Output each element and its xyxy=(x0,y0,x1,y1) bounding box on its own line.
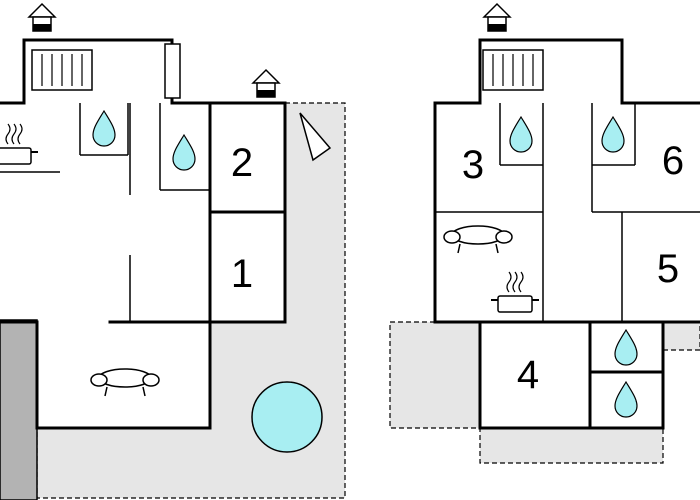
room-number: 5 xyxy=(657,247,679,291)
left-unit-walls xyxy=(0,38,287,430)
room-number: 1 xyxy=(231,252,253,296)
radiator-icon xyxy=(31,49,93,91)
room-number: 2 xyxy=(231,141,253,185)
right-terrace xyxy=(389,321,700,464)
sofa-icon xyxy=(90,368,160,397)
room-number: 3 xyxy=(462,143,484,187)
right-unit-walls xyxy=(433,38,700,430)
water-drop-icon xyxy=(614,329,638,366)
shaded-wall xyxy=(0,319,38,500)
left-terrace xyxy=(0,102,346,500)
water-drop-icon xyxy=(92,110,116,147)
boiler-icon xyxy=(164,43,181,99)
pool-icon xyxy=(251,381,323,453)
radiator-icon xyxy=(482,49,544,91)
room-number: 6 xyxy=(662,139,684,183)
cooking-pot-icon xyxy=(490,271,540,313)
water-drop-icon xyxy=(509,116,533,153)
cooking-pot-icon xyxy=(0,123,39,165)
left-unit-fixtures xyxy=(0,3,280,397)
water-drop-icon xyxy=(601,116,625,153)
chimney-icon xyxy=(252,69,280,98)
chimney-icon xyxy=(483,3,511,32)
water-drop-icon xyxy=(172,134,196,171)
parasol-icon xyxy=(299,112,332,162)
chimney-icon xyxy=(28,3,56,32)
sofa-icon xyxy=(443,225,513,254)
room-number: 4 xyxy=(517,353,539,397)
water-drop-icon xyxy=(614,381,638,418)
